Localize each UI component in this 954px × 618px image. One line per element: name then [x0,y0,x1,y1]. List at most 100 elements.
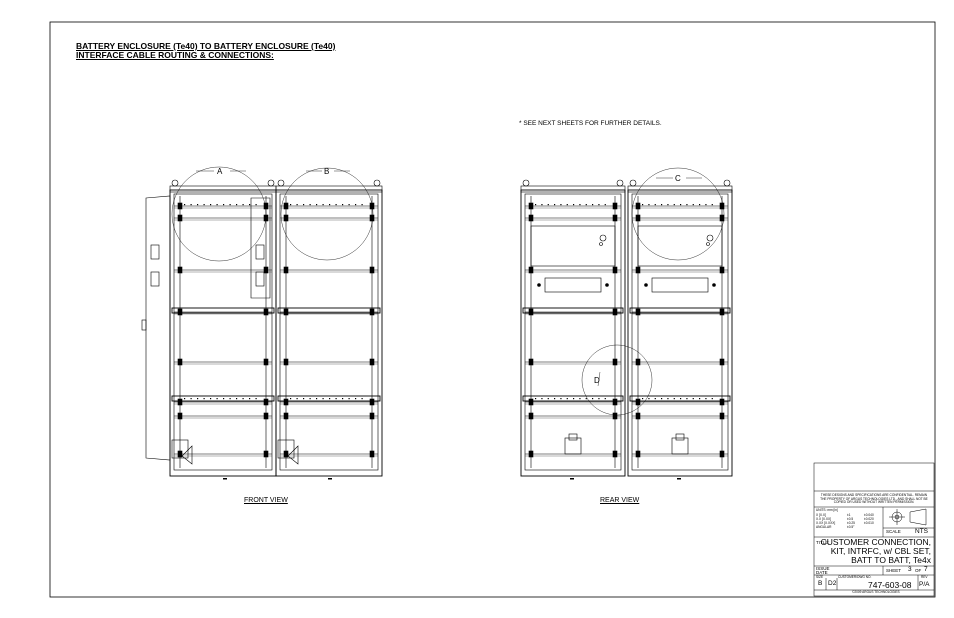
issue-label: ISSUE [816,566,830,571]
mount-hole [190,398,192,400]
mount-hole [535,204,537,206]
date-label: DATE [816,570,828,575]
lifting-eye-icon [171,179,179,187]
cabinet-inner-frame [279,193,379,471]
bracket-icon [177,398,183,406]
tolerance-val-2: ±0.25 [847,521,855,525]
rear-view-label: REAR VIEW [600,497,640,504]
bracket-icon [635,358,641,366]
bracket-icon [177,358,183,366]
mount-hole [210,204,212,206]
rear-cabinet-2 [627,179,733,477]
rev-value: B [818,580,823,587]
bracket-icon [369,266,375,274]
connector-icon [599,234,607,242]
details-note: * SEE NEXT SHEETS FOR FURTHER DETAILS. [519,120,662,127]
sheet-total: 7 [924,566,928,573]
bracket-icon [263,358,269,366]
mount-hole [705,398,707,400]
connector-icon [706,242,710,246]
mount-hole [290,204,292,206]
mount-hole [322,398,324,400]
size-value: D2 [828,580,837,587]
rev-label: REV [921,575,928,579]
connector-icon [706,234,714,242]
cabinet-frame [275,189,383,477]
bracket-icon [612,214,618,222]
bolt-icon [537,283,541,287]
mount-hole [216,204,218,206]
foot-marker [677,478,681,480]
lifting-eye-icon [267,179,275,187]
bracket-icon [528,266,534,274]
bracket-icon [635,398,641,406]
bracket-icon [528,308,534,316]
mount-hole [699,204,701,206]
mount-hole [535,398,537,400]
bracket-icon [369,308,375,316]
callout-a: A [217,167,223,176]
mount-hole [686,204,688,206]
mount-hole [203,204,205,206]
foot-marker [570,478,574,480]
bracket-icon [635,308,641,316]
bracket-icon [283,412,289,420]
mount-hole [309,204,311,206]
terminal-strip [651,277,709,293]
mount-hole [554,398,556,400]
mount-hole [566,204,568,206]
bracket-icon [369,202,375,210]
lifting-eye-icon [522,179,530,187]
lifting-eye-icon [629,179,637,187]
tolerance-row-2: X.XX [X.XXX] [816,521,836,525]
bracket-icon [263,412,269,420]
mount-hole [203,398,205,400]
bracket-icon [719,202,725,210]
bracket-icon [369,412,375,420]
mount-hole [322,204,324,206]
bracket-icon [369,214,375,222]
bottom-bracket [287,445,299,465]
proprietary-notice: THESE DESIGNS AND SPECIFICATIONS ARE CON… [820,493,928,505]
mount-hole [547,398,549,400]
mount-hole [699,398,701,400]
cabinet-inner-frame [173,193,273,471]
mount-hole [184,204,186,206]
bracket-icon [719,358,725,366]
bracket-icon [635,202,641,210]
mount-hole [579,204,581,206]
tolerance-val2-2: ±0.010 [864,521,874,525]
mount-hole [667,398,669,400]
mount-hole [223,204,225,206]
door-window [255,271,265,287]
mount-hole [654,398,656,400]
mount-hole [661,398,663,400]
mount-hole [316,398,318,400]
cabinet-top-cap [520,185,626,193]
bracket-icon [369,358,375,366]
bolt-icon [605,283,609,287]
mount-hole [573,398,575,400]
divider-beam [277,307,381,314]
mount-hole [604,398,606,400]
bracket-icon [177,202,183,210]
bracket-icon [283,202,289,210]
scale-value: NTS [915,528,928,535]
mount-hole [361,204,363,206]
bracket-icon [528,358,534,366]
title-block [813,462,935,597]
rear-panel [530,225,616,267]
mount-hole [303,204,305,206]
door-panel-2 [250,197,271,299]
detail-callouts [171,166,725,416]
mount-hole [585,398,587,400]
door-window [150,271,160,287]
mount-hole [592,398,594,400]
bracket-icon [177,412,183,420]
mount-hole [705,204,707,206]
mount-hole [604,204,606,206]
front-open-door [141,195,295,461]
bracket-icon [528,202,534,210]
mount-hole [329,204,331,206]
callout-d: D [594,376,600,385]
